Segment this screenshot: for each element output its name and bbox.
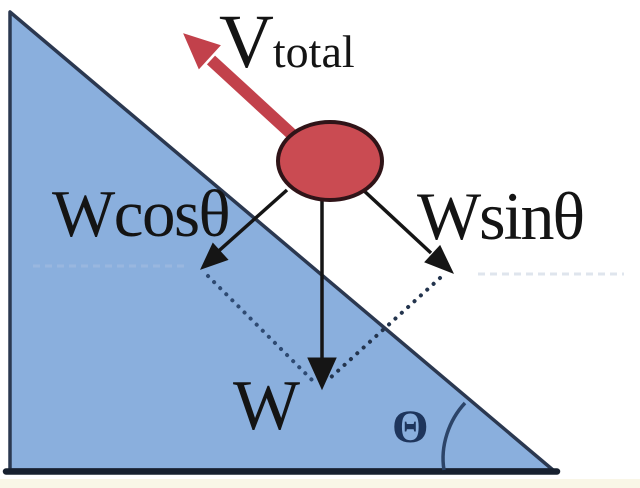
projection-line-right xyxy=(327,276,442,381)
parallel-component-arrow xyxy=(359,186,454,274)
velocity-label-sub: total xyxy=(272,26,355,77)
angle-symbol: Θ xyxy=(392,401,429,453)
weight-label: W xyxy=(233,367,301,445)
projection-line-left xyxy=(206,274,315,383)
velocity-arrow xyxy=(183,33,303,145)
velocity-label: Vtotal xyxy=(219,4,355,80)
ball xyxy=(276,120,384,202)
page-bottom-edge xyxy=(0,479,640,488)
normal-component-arrow xyxy=(200,188,289,270)
angle-arc xyxy=(441,401,467,471)
parallel-component-label: Wsinθ xyxy=(417,178,585,254)
weight-arrow xyxy=(307,196,337,391)
normal-component-label: Wcosθ xyxy=(52,177,231,251)
velocity-label-main: V xyxy=(219,0,274,84)
